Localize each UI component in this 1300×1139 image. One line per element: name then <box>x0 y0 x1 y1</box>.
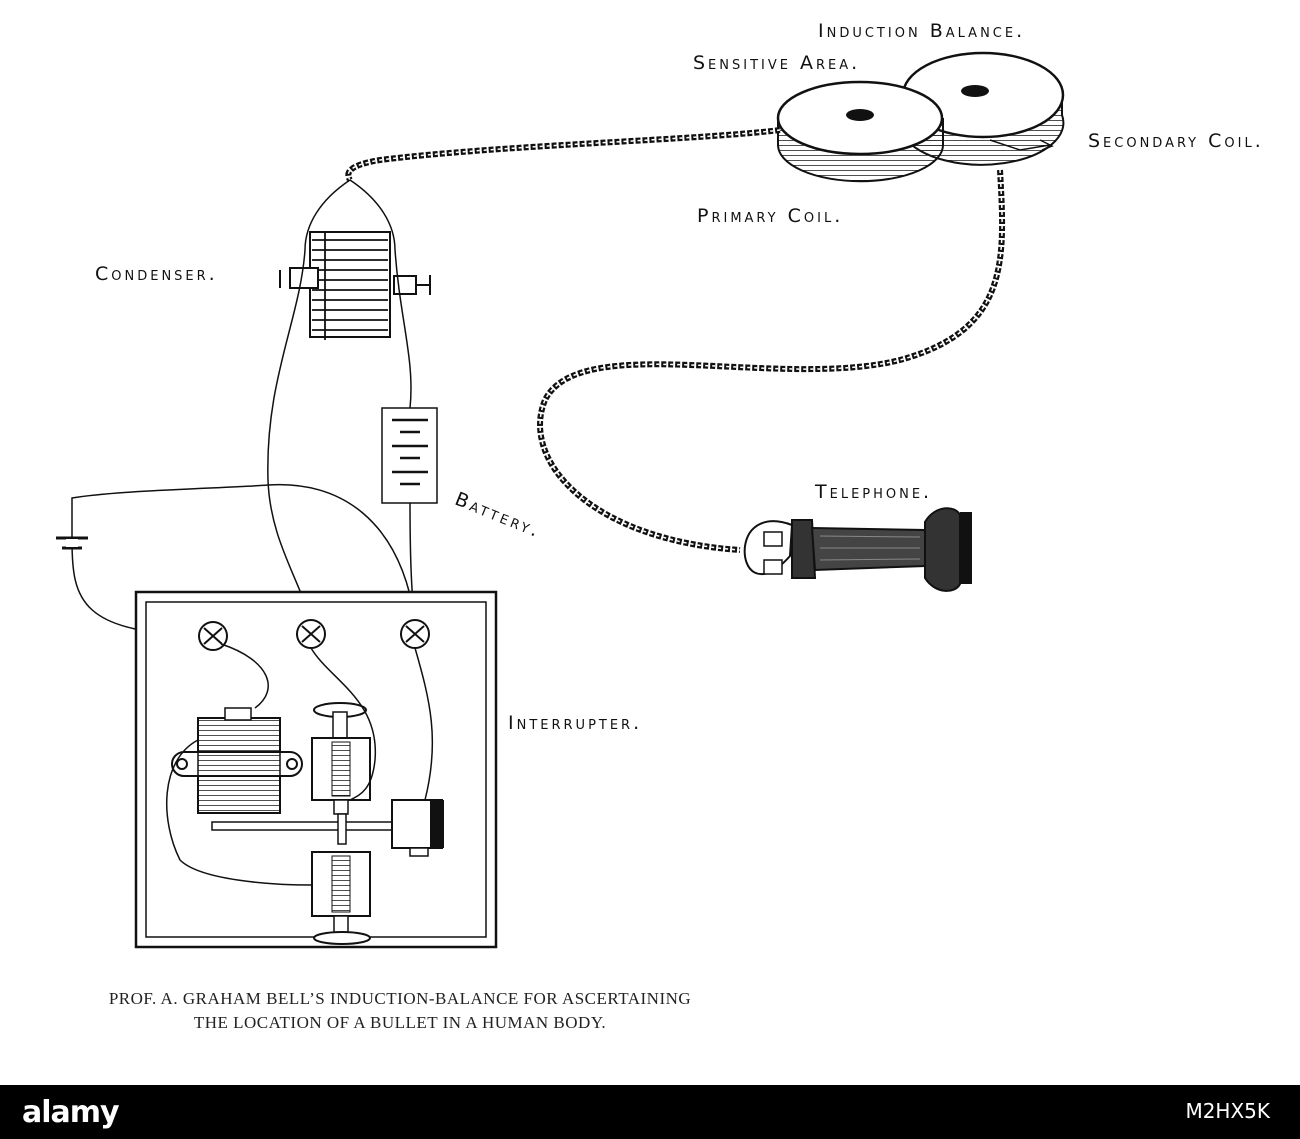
telephone-cord <box>537 169 1006 553</box>
caption-line-1: PROF. A. GRAHAM BELL’S INDUCTION-BALANCE… <box>108 989 692 1008</box>
left-cell <box>56 536 88 550</box>
sensitive-area-hole <box>846 109 874 121</box>
alamy-logo[interactable]: alamy <box>22 1095 120 1130</box>
label-induction-balance: Induction Balance. <box>818 20 1026 42</box>
condenser <box>279 231 431 340</box>
primary-coil <box>776 80 944 183</box>
primary-cord <box>345 127 781 182</box>
footer-bar: alamy M2HX5K <box>0 1085 1300 1139</box>
label-secondary-coil: Secondary Coil. <box>1088 130 1264 152</box>
induction-balance-diagram <box>56 51 1065 949</box>
caption-line-2: THE LOCATION OF A BULLET IN A HUMAN BODY… <box>193 1013 607 1032</box>
figure-caption: PROF. A. GRAHAM BELL’S INDUCTION-BALANCE… <box>20 987 780 1035</box>
label-interrupter: Interrupter. <box>508 712 643 734</box>
secondary-coil-hole <box>961 85 989 97</box>
telephone <box>743 507 972 592</box>
label-condenser: Condenser. <box>95 263 218 285</box>
label-sensitive-area: Sensitive Area. <box>693 52 861 74</box>
interrupter-box <box>134 590 498 949</box>
battery <box>381 407 438 504</box>
image-id: M2HX5K <box>1185 1099 1270 1123</box>
label-primary-coil: Primary Coil. <box>697 205 844 227</box>
secondary-coil-lead <box>989 139 1051 151</box>
label-telephone: Telephone. <box>815 481 933 503</box>
